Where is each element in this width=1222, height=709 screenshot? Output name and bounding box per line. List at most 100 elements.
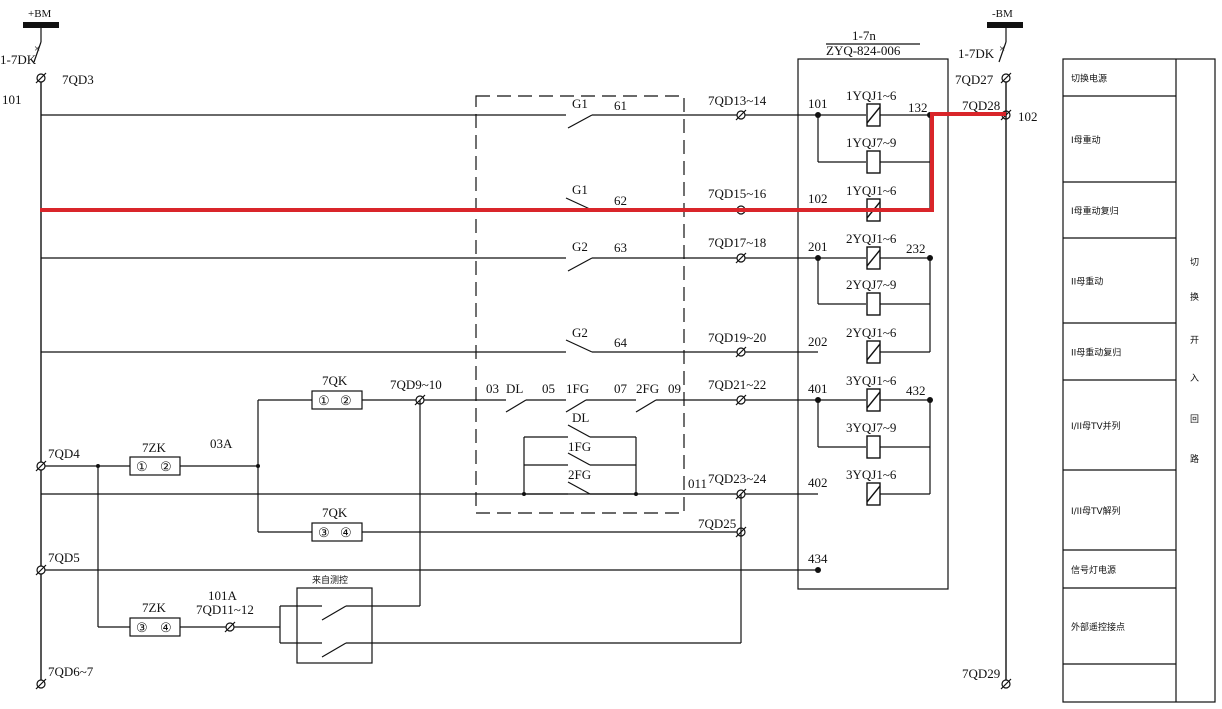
contact-dl [505, 399, 527, 413]
legend-row-label: II母重动 [1071, 276, 1103, 288]
relay-coil-label: 2YQJ1~6 [846, 231, 897, 246]
terminal-7qd5-label: 7QD5 [48, 550, 80, 565]
auto-test-contact-lower [321, 642, 347, 658]
contact-1fg [565, 399, 587, 413]
contact-g1-61-name: G1 [572, 96, 588, 111]
relay-coil-label: 2YQJ1~6 [846, 325, 897, 340]
relay-coil: 1YQJ1~6 [846, 183, 897, 222]
wire-101a-label: 101A [208, 588, 238, 603]
pin-201: 201 [808, 239, 828, 254]
auto-test-label: 来自测控 [312, 574, 348, 586]
relay-box-model: ZYQ-824-006 [826, 43, 901, 58]
relay-coil: 2YQJ1~6 [846, 325, 897, 364]
contact-g1-62-num: 62 [614, 193, 627, 208]
pin-401: 401 [808, 381, 828, 396]
relay-box [797, 58, 949, 590]
svg-text:1FG: 1FG [568, 439, 591, 454]
terminal-7qd27-label: 7QD27 [955, 72, 994, 87]
switch-7zk-upper-label: 7ZK [142, 440, 166, 455]
relay-box-title: 1-7n [852, 28, 876, 43]
svg-text:②: ② [340, 393, 352, 408]
legend-side-char: 换 [1190, 291, 1199, 303]
negative-bus: -BM [987, 8, 1023, 28]
contact-g1-61 [567, 114, 593, 129]
terminal-7qd25-label: 7QD25 [698, 516, 736, 531]
terminal-7qd3-label: 7QD3 [62, 72, 94, 87]
switch-7qk-upper-label: 7QK [322, 373, 348, 388]
legend-row-label: II母重动复归 [1071, 347, 1121, 359]
svg-text:③: ③ [136, 620, 148, 635]
svg-text:④: ④ [160, 620, 172, 635]
left-breaker-label: 1-7DK [0, 52, 37, 67]
svg-text:④: ④ [340, 525, 352, 540]
switch-7qk-lower-label: 7QK [322, 505, 348, 520]
terminal-7qd21-22-label: 7QD21~22 [708, 377, 766, 392]
contact-g2-63 [567, 257, 593, 272]
legend-table: 切换电源I母重动I母重动复归II母重动II母重动复归I/II母TV并列I/II母… [1062, 58, 1216, 703]
legend-row-label: 信号灯电源 [1071, 564, 1116, 576]
relay-coil: 3YQJ1~6 [846, 373, 897, 412]
svg-text:DL: DL [506, 381, 523, 396]
relay-coil: 2YQJ1~6 [846, 231, 897, 270]
switch-7qk-upper [311, 390, 363, 410]
right-breaker-label: 1-7DK [958, 46, 995, 61]
negative-bus-label: -BM [992, 8, 1013, 20]
legend-side-char: 开 [1190, 335, 1199, 346]
svg-text:×: × [999, 43, 1005, 55]
pin-232: 232 [906, 241, 926, 256]
relay-coil-label: 1YQJ7~9 [846, 135, 896, 150]
pin-102: 102 [808, 191, 828, 206]
terminal-7qd13-14-label: 7QD13~14 [708, 93, 767, 108]
wire-102-label: 102 [1018, 109, 1038, 124]
relay-coil: 3YQJ1~6 [846, 467, 897, 506]
relay-coil-label: 3YQJ1~6 [846, 467, 897, 482]
parallel-contact-2fg [567, 481, 591, 495]
svg-text:1FG: 1FG [566, 381, 589, 396]
contact-g2-63-name: G2 [572, 239, 588, 254]
svg-text:DL: DL [572, 410, 589, 425]
terminal-7qd29-label: 7QD29 [962, 666, 1000, 681]
terminal-7qd9-10-label: 7QD9~10 [390, 377, 442, 392]
terminal-7qd6-7-label: 7QD6~7 [48, 664, 94, 679]
svg-text:2FG: 2FG [568, 467, 591, 482]
legend-row-label: I/II母TV并列 [1071, 420, 1121, 432]
terminal-7qd4-label: 7QD4 [48, 446, 80, 461]
relay-coil-label: 2YQJ7~9 [846, 277, 896, 292]
contact-g2-64 [565, 339, 593, 353]
contact-g1-62-name: G1 [572, 182, 588, 197]
relay-coil-label: 1YQJ1~6 [846, 88, 897, 103]
terminal-7qd11-12-label: 7QD11~12 [196, 602, 254, 617]
parallel-contact-1fg [567, 452, 591, 466]
auto-test-block [296, 587, 373, 664]
legend-side-char: 回 [1190, 414, 1199, 425]
svg-text:09: 09 [668, 381, 681, 396]
auto-test-contact-upper [321, 605, 347, 621]
positive-bus: +BM [23, 8, 59, 28]
right-breaker-blade [998, 41, 1007, 63]
parallel-contact-dl [567, 424, 591, 438]
wire-011-label: 011 [688, 476, 707, 491]
svg-text:05: 05 [542, 381, 555, 396]
relay-coil: 1YQJ1~6 [846, 88, 897, 127]
switch-7zk-lower-label: 7ZK [142, 600, 166, 615]
relay-coil: 1YQJ7~9 [846, 135, 896, 174]
relay-coil-label: 3YQJ1~6 [846, 373, 897, 388]
terminal-7qd28-label: 7QD28 [962, 98, 1000, 113]
svg-text:②: ② [160, 459, 172, 474]
wire-03a-label: 03A [210, 436, 233, 451]
terminal-7qd19-20-label: 7QD19~20 [708, 330, 766, 345]
contact-g2-64-name: G2 [572, 325, 588, 340]
contact-g2-64-num: 64 [614, 335, 628, 350]
legend-side-char: 路 [1190, 453, 1199, 465]
svg-text:2FG: 2FG [636, 381, 659, 396]
legend-side-char: 切 [1190, 257, 1199, 268]
pin-434: 434 [808, 551, 828, 566]
wire-101-label: 101 [2, 92, 22, 107]
legend-row-label: 切换电源 [1071, 73, 1107, 85]
contact-g2-63-num: 63 [614, 240, 627, 255]
positive-bus-label: +BM [28, 8, 52, 20]
legend-row-label: I母重动 [1071, 134, 1101, 146]
pin-432: 432 [906, 383, 926, 398]
relay-coil-label: 1YQJ1~6 [846, 183, 897, 198]
relay-coil: 3YQJ7~9 [846, 420, 896, 459]
